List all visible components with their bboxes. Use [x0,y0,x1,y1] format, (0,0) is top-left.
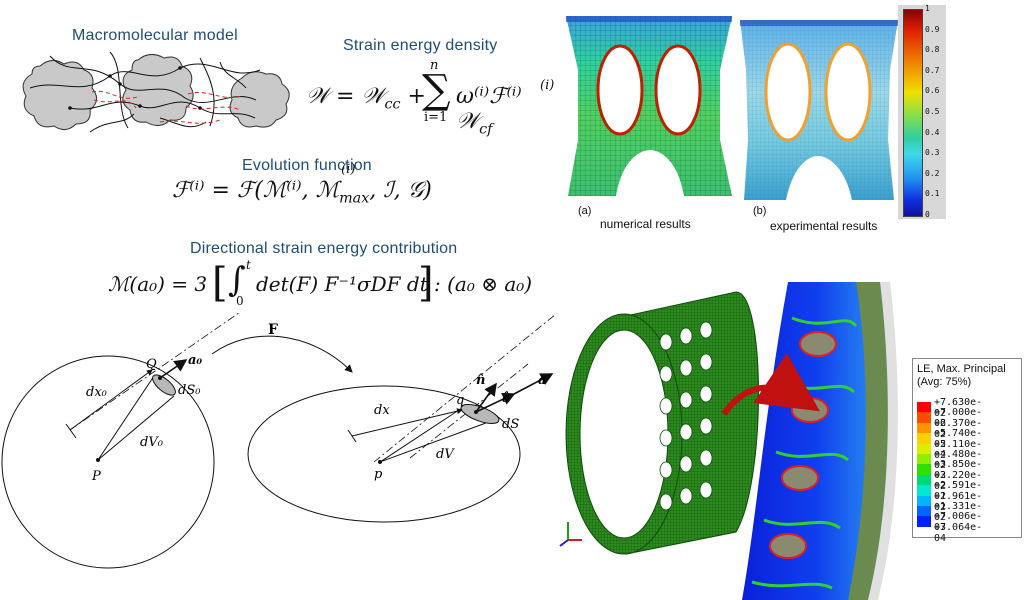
heading-evolution: Evolution function [242,157,372,174]
legend-swatch [917,495,931,506]
label-dV0: dV₀ [140,435,164,450]
heading-strain-energy: Strain energy density [343,37,498,54]
label-a: a [538,373,546,388]
label-q: q [456,393,464,408]
legend-value: +1.961e-02 [934,490,983,513]
area-element-dS [460,404,500,424]
legend-value: +2.591e-02 [934,480,983,503]
colorbar-gradient [903,9,923,217]
heading-directional: Directional strain energy contribution [190,240,458,257]
broken-chain [93,99,137,109]
evolution-equation: ℱ⁽ⁱ⁾ = ℱ(ℳ⁽ⁱ⁾, ℳmax(i), ℐ, 𝒢) [172,162,432,207]
experimental-specimen [740,20,898,200]
broken-chain [91,90,141,99]
polymer-chain [49,55,257,103]
legend-value: +3.850e-02 [934,459,983,482]
polymer-chain [89,51,215,133]
label-a-hat: â [502,391,510,406]
legend-title: LE, Max. Principal [917,363,1006,375]
filler-particle-right [229,71,290,128]
label-dx0: dx₀ [86,385,108,400]
label-dx: dx [374,403,390,418]
summation-sign: ∑ [422,67,451,113]
legend-value: +1.331e-02 [934,501,983,523]
contour-zoom [742,282,898,600]
numerical-specimen [566,16,732,196]
legend-swatch [917,412,931,423]
polymer-chain [69,101,256,119]
caption-a-text: numerical results [600,217,691,231]
legend-value: +4.480e-02 [934,449,983,471]
caption-b-text: experimental results [770,219,878,233]
colorbar-tick: 0.4 [925,127,940,137]
fe-legend: LE, Max. Principal (Avg: 75%) +7.630e-02… [912,358,1022,544]
colorbar-tick: 0.6 [925,86,940,96]
colorbar-tick: 0 [925,210,930,219]
reference-sphere [1,355,215,569]
legend-value: +6.370e-02 [934,417,983,440]
label-a0: a₀ [188,353,202,368]
colorbar-tick: 0.5 [925,107,940,116]
legend-swatch [917,474,931,486]
legend-value: +5.740e-02 [934,428,983,451]
stent-ring [565,291,759,555]
legend-swatch [917,443,931,454]
colorbar-tick: 0.3 [925,148,940,158]
colorbar-tick: 0.9 [925,24,940,34]
legend-value: +7.064e-04 [934,521,983,544]
label-dS: dS [502,417,519,432]
broken-chain [185,105,241,111]
polymer-chain [159,61,247,128]
colorbar-tick: 0.7 [925,65,940,75]
comparison-specimens [566,16,898,200]
legend-swatch [917,516,931,527]
label-dV: dV [436,447,455,462]
legend-swatch [917,402,931,413]
deformation-diagram: F Q a₀ dS₀ dx₀ dV₀ P dx q n̂ â a dS dV p [1,312,557,569]
filler-particle-left [22,60,97,130]
caption-a-tag: (a) [578,205,592,217]
legend-swatch [917,454,931,465]
legend-value: +5.110e-02 [934,438,983,461]
legend-subtitle: (Avg: 75%) [917,376,972,388]
legend-swatch [917,422,931,434]
label-p: p [374,467,383,482]
strain-energy-equation: 𝒲 = 𝒲cc + ∑ n i=1 ω⁽ⁱ⁾ℱ⁽ⁱ⁾𝒲cf (i) [306,58,555,138]
label-dS0: dS₀ [178,383,201,398]
macromolecular-sketch [22,51,290,133]
polymer-chain [29,63,261,89]
legend-value: +7.000e-02 [934,407,983,430]
legend-swatch [917,464,931,475]
broken-chain [187,92,243,98]
heading-macromolecular: Macromolecular model [72,27,238,44]
area-element-dS0 [152,374,176,396]
stent-and-contour [559,282,898,600]
colorbar-tick: 0.1 [925,189,940,199]
legend-swatch [917,485,931,496]
axis-triad [559,522,582,547]
label-n-hat: n̂ [476,373,485,388]
directional-equation: ℳ(a₀) = 3 [ ∫ t 0 det(F) F⁻¹σDF dt ] : (… [108,258,533,308]
colorbar-panel: 1 0.9 0.8 0.7 0.6 0.5 0.4 0.3 0.2 0.1 0 [898,4,946,219]
legend-value: +7.630e-02 [934,397,983,419]
deformed-ellipsoid [247,385,521,523]
caption-b-tag: (b) [753,205,767,217]
label-P: P [91,469,101,484]
colorbar-tick: 0.2 [925,168,940,178]
colorbar-tick: 1 [925,4,930,13]
label-F: F [268,322,278,338]
legend-swatch [917,433,931,444]
zoom-arrow [721,353,820,416]
legend-swatch [917,506,931,517]
legend-value: +7.006e-03 [934,511,983,534]
legend-value: +3.220e-02 [934,469,983,492]
colorbar-tick: 0.8 [925,45,940,55]
broken-chain [159,119,221,124]
label-Q: Q [146,357,157,372]
